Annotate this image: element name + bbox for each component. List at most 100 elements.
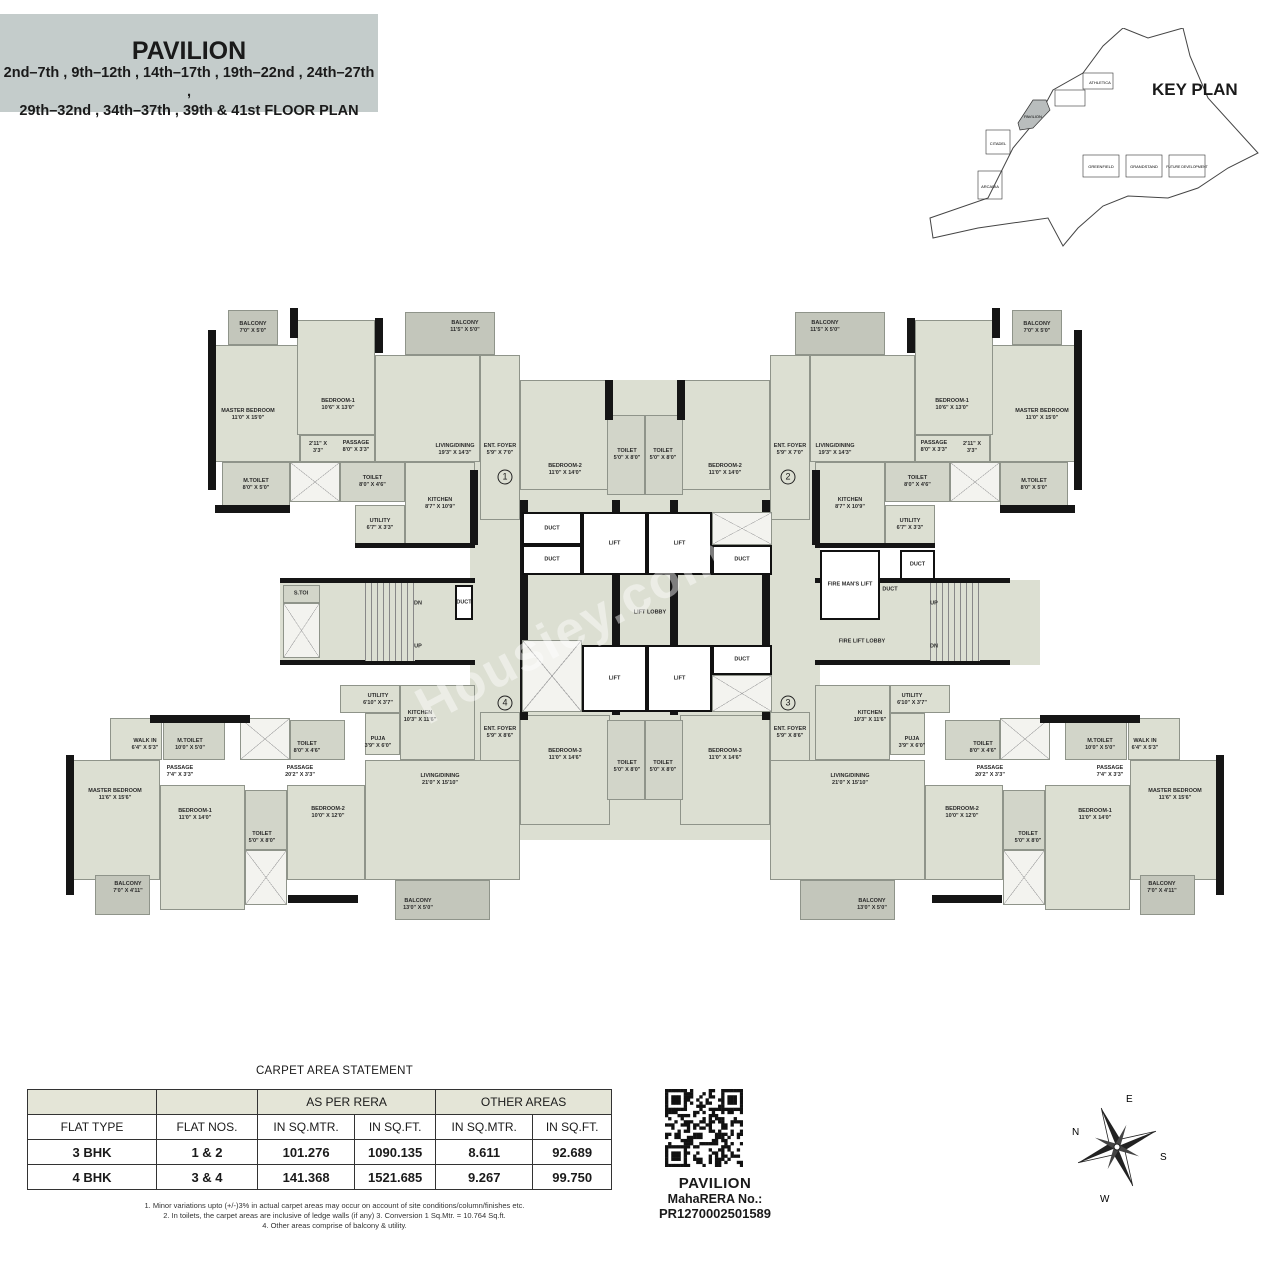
- wall: [150, 715, 250, 723]
- room-name: LIFT: [608, 675, 621, 681]
- room-size: 10'6" X 13'0": [935, 405, 969, 411]
- room-kitchen: [815, 685, 890, 760]
- room-name: LIFT: [608, 540, 621, 546]
- room-kitchen: [405, 462, 475, 545]
- room-size: 10'3" X 11'6": [403, 717, 437, 723]
- shaft-box: [240, 718, 290, 760]
- wall: [992, 308, 1000, 338]
- wall: [1000, 505, 1075, 513]
- wall: [612, 500, 620, 715]
- room-name: TOILET: [653, 448, 673, 454]
- room-passage: [915, 435, 990, 462]
- lift-label: LIFT: [674, 675, 686, 682]
- table-row: 3 BHK 1 & 2 101.276 1090.135 8.611 92.68…: [27, 1139, 612, 1165]
- group-header: AS PER RERA: [256, 1089, 437, 1115]
- room-name: LIFT: [673, 675, 686, 681]
- room-name: LIVING/DINING: [815, 443, 855, 449]
- room-toilet: [885, 462, 950, 502]
- room-name: LIVING/DINING: [830, 773, 870, 779]
- room-balcony: [405, 312, 495, 355]
- room-name: TOILET: [252, 831, 272, 837]
- key-plan-map: PAVILION ATHLETICA CITADEL ARCADIA GREEN…: [929, 28, 1259, 247]
- cell: 3 BHK: [27, 1139, 157, 1165]
- room-toilet2: [645, 415, 683, 495]
- room-size: 6'4" X 5'3": [131, 745, 159, 751]
- room-name: FIRE MAN'S LIFT: [827, 581, 873, 588]
- room-size: 5'0" X 8'0": [649, 767, 677, 773]
- room-name: KITCHEN: [407, 710, 433, 716]
- wall: [1074, 330, 1082, 490]
- floor-list-line-1: 2nd–7th , 9th–12th , 14th–17th , 19th–22…: [3, 65, 375, 100]
- room-name: BEDROOM-2: [945, 806, 979, 812]
- lift-label: LIFT: [674, 540, 686, 547]
- room-foyer: [770, 355, 810, 520]
- room-size: 7'0" X 5'0": [239, 327, 267, 334]
- cell: 9.267: [435, 1164, 534, 1190]
- room-size: 8'0" X 5'0": [242, 484, 270, 491]
- room-size: 8'0" X 5'0": [1020, 484, 1048, 491]
- duct-shaft: [712, 545, 772, 575]
- room-name: ENT. FOYER: [773, 443, 807, 449]
- room-puja: [365, 713, 400, 755]
- room-name: UTILITY: [367, 693, 389, 699]
- room-bedroom2: [287, 785, 365, 880]
- room-size: 3'3": [966, 448, 978, 454]
- unit-number-3: 3: [780, 695, 796, 711]
- room-name: UP: [930, 600, 938, 607]
- room-m-toilet: [1065, 718, 1127, 760]
- duct-label: DUCT: [910, 562, 925, 569]
- duct-label: DUCT: [544, 525, 559, 532]
- room-size: 8'0" X 4'6": [904, 482, 931, 488]
- duct-label: DUCT: [734, 557, 749, 564]
- room-size: 19'3" X 14'3": [818, 450, 852, 456]
- stair-up-label: UP: [930, 601, 938, 608]
- room-size: 8'7" X 10'9": [835, 503, 865, 510]
- wall: [288, 895, 358, 903]
- cell: 8.611: [435, 1139, 534, 1165]
- shaft-box: [290, 462, 340, 502]
- column-header: IN SQ.MTR.: [435, 1114, 534, 1140]
- room-size: 6'7" X 3'3": [366, 525, 394, 531]
- room-size: 8'7" X 10'9": [425, 503, 455, 510]
- room-size: 13'0" X 5'0": [403, 905, 433, 911]
- unit-number-1: 1: [497, 469, 513, 485]
- wall: [762, 500, 770, 715]
- room-name: UTILITY: [369, 518, 391, 524]
- room-puja: [890, 713, 925, 755]
- room-toilet4: [607, 720, 645, 800]
- room-size: 11'6" X 15'6": [98, 795, 132, 801]
- duct-shaft: [900, 550, 935, 580]
- shaft-box: [245, 850, 287, 905]
- room-name: BEDROOM-1: [935, 398, 969, 404]
- room-name: UTILITY: [899, 518, 921, 524]
- room-name: BALCONY: [404, 898, 432, 904]
- room-size: 5'9" X 7'0": [776, 450, 804, 456]
- room-size: 7'4" X 3'3": [1096, 772, 1124, 778]
- key-plan-title: KEY PLAN: [1152, 80, 1238, 99]
- duct-shaft: [712, 645, 772, 675]
- room-name: DUCT: [456, 599, 472, 605]
- room-toilet3: [245, 790, 287, 850]
- room-name: PASSAGE: [166, 765, 194, 771]
- room-size: 7'0" X 5'0": [1023, 327, 1051, 334]
- column-header: IN SQ.FT.: [354, 1114, 437, 1140]
- room-size: 6'4" X 5'3": [1131, 745, 1159, 751]
- room-passage: [300, 435, 375, 462]
